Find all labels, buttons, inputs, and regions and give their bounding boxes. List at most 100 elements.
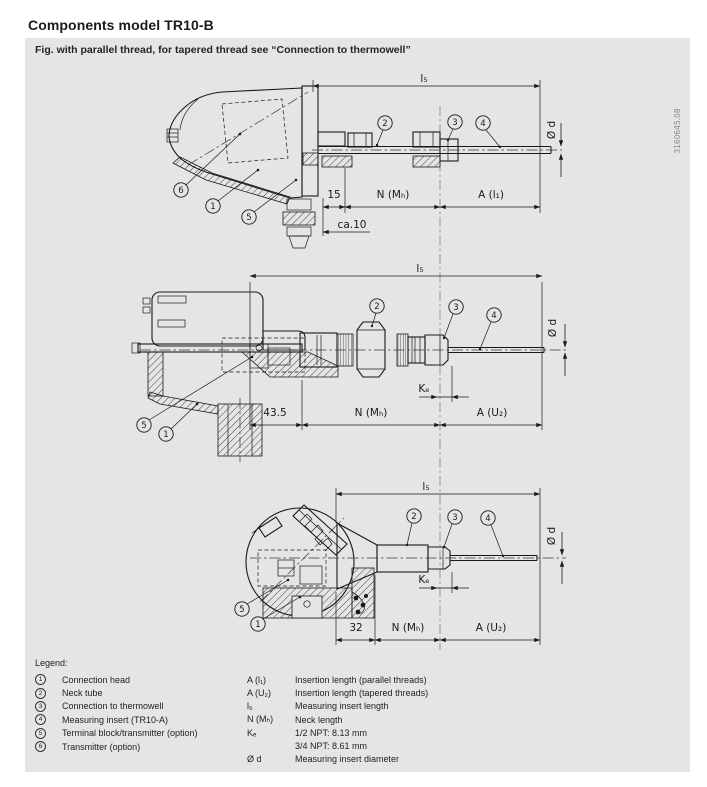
legend-item: 1 Connection head: [35, 673, 247, 686]
svg-text:3: 3: [453, 303, 458, 313]
legend-symbol-row: Kₑ 1/2 NPT: 8.13 mm: [247, 726, 428, 739]
dim-diameter: Ø d: [546, 121, 558, 139]
diagram-bottom: l₅ Ø d 32 N (Mₕ) A (U₂) Kₑ: [234, 481, 566, 645]
document-number: 3160645.08: [673, 108, 682, 154]
symbol-description: 1/2 NPT: 8.13 mm: [295, 727, 368, 738]
balloon-5: 5: [136, 355, 254, 433]
figure-caption: Fig. with parallel thread, for tapered t…: [35, 44, 411, 56]
head-base-section: [147, 351, 339, 462]
dim-insertion-length: A (U₂): [476, 622, 507, 634]
svg-text:1: 1: [210, 202, 215, 212]
dim-head-gap: ca.10: [338, 219, 367, 231]
thermowell-connection: [424, 334, 449, 366]
dim-insert-length: l₅: [416, 263, 423, 275]
symbol-description: Neck length: [295, 714, 343, 725]
balloon-4: 4: [478, 307, 502, 351]
legend-symbol-row: 3/4 NPT: 8.61 mm: [247, 739, 428, 752]
balloon-2: 2: [405, 508, 422, 547]
symbol: A (l₁): [247, 674, 267, 685]
balloon-2: 2: [375, 115, 393, 147]
circled-number: 3: [35, 700, 46, 712]
legend-item-label: Measuring insert (TR10-A): [62, 714, 169, 725]
svg-text:4: 4: [480, 119, 485, 129]
symbol-description: 3/4 NPT: 8.61 mm: [295, 741, 368, 752]
hex-nut: [412, 131, 441, 148]
svg-text:1: 1: [255, 620, 260, 630]
svg-text:3: 3: [452, 513, 457, 523]
legend-item-label: Transmitter (option): [62, 741, 141, 752]
mounting-bushing: [317, 131, 346, 147]
dim-neck-length: N (Mₕ): [392, 622, 425, 634]
symbol-description: Measuring insert diameter: [295, 754, 400, 765]
balloon-1: 1: [250, 595, 302, 632]
process-thread-nipple: [217, 403, 263, 457]
head-flange: [301, 85, 319, 197]
balloon-1: 1: [205, 168, 260, 214]
dimensions-top: l₅ Ø d 15 N (Mₕ) A (l₁) ca.10: [312, 73, 564, 236]
dim-insertion-length: A (l₁): [478, 189, 504, 201]
svg-text:3: 3: [452, 118, 457, 128]
symbol: N (Mₕ): [247, 714, 274, 725]
balloon-1: 1: [158, 402, 199, 442]
chain-detail: [351, 591, 368, 615]
circled-number: 2: [35, 687, 46, 699]
terminal-block: [257, 549, 327, 587]
symbol: A (U₂): [247, 687, 271, 698]
symbol-description: Insertion length (tapered threads): [295, 687, 429, 698]
svg-text:2: 2: [411, 512, 416, 522]
svg-text:6: 6: [178, 186, 183, 196]
connection-head-angled: [166, 85, 319, 249]
dim-insertion-length: A (U₂): [477, 407, 508, 419]
balloon-3: 3: [442, 509, 463, 549]
dim-insert-length: l₅: [422, 481, 429, 493]
svg-text:4: 4: [491, 311, 496, 321]
diagram-middle: l₅ Ø d 43.5 N (Mₕ) A (U₂) Kₑ: [131, 263, 568, 462]
balloon-3: 3: [446, 114, 463, 142]
symbol: Ø d: [247, 754, 262, 765]
dimensions-middle: l₅ Ø d 43.5 N (Mₕ) A (U₂) Kₑ: [249, 263, 568, 430]
dim-neck-length: N (Mₕ): [355, 407, 388, 419]
circled-number: 1: [35, 674, 46, 686]
terminal-block: [221, 337, 306, 373]
dim-insert-length: l₅: [420, 73, 427, 85]
legend-symbol-row: A (l₁)Insertion length (parallel threads…: [247, 673, 428, 686]
technical-drawing: 3160645.08: [131, 73, 682, 650]
balloon-5: 5: [234, 578, 290, 617]
neck-tube-assembly: [302, 131, 459, 168]
symbol-description: Measuring insert length: [295, 701, 389, 712]
figure-panel: Fig. with parallel thread, for tapered t…: [25, 38, 690, 772]
svg-text:2: 2: [382, 119, 387, 129]
legend-symbols-column: A (l₁)Insertion length (parallel threads…: [247, 673, 428, 766]
balloons-middle: 5 1 2 3: [136, 298, 502, 442]
balloons-bottom: 5 1 2 3: [234, 508, 505, 632]
balloons-top: 6 1 5 2: [173, 114, 502, 225]
cover-screw: [258, 516, 283, 538]
svg-text:4: 4: [485, 514, 490, 524]
circled-number: 5: [35, 727, 46, 739]
dim-engagement: Kₑ: [418, 383, 429, 395]
dim-neck-length: N (Mₕ): [377, 189, 410, 201]
dimensions-bottom: l₅ Ø d 32 N (Mₕ) A (U₂) Kₑ: [335, 481, 565, 645]
legend-symbol-row: A (U₂) Insertion length (tapered threads): [247, 686, 428, 699]
head-cover: [151, 291, 264, 347]
neck-tube-assembly: [336, 522, 451, 590]
dim-gland: 15: [327, 189, 340, 201]
head-base-section: [262, 567, 375, 619]
connection-head-dome: [245, 504, 375, 619]
hex-nut: [347, 132, 373, 148]
cable-gland: [282, 198, 316, 249]
symbol: Kₑ: [247, 727, 257, 738]
legend-item-label: Connection head: [62, 674, 131, 685]
svg-text:5: 5: [246, 213, 251, 223]
balloon-5: 5: [241, 178, 298, 225]
balloon-4: 4: [475, 115, 502, 149]
neck-cylinder: [376, 544, 429, 573]
legend-symbol-row: Ø d Measuring insert diameter: [247, 753, 428, 766]
